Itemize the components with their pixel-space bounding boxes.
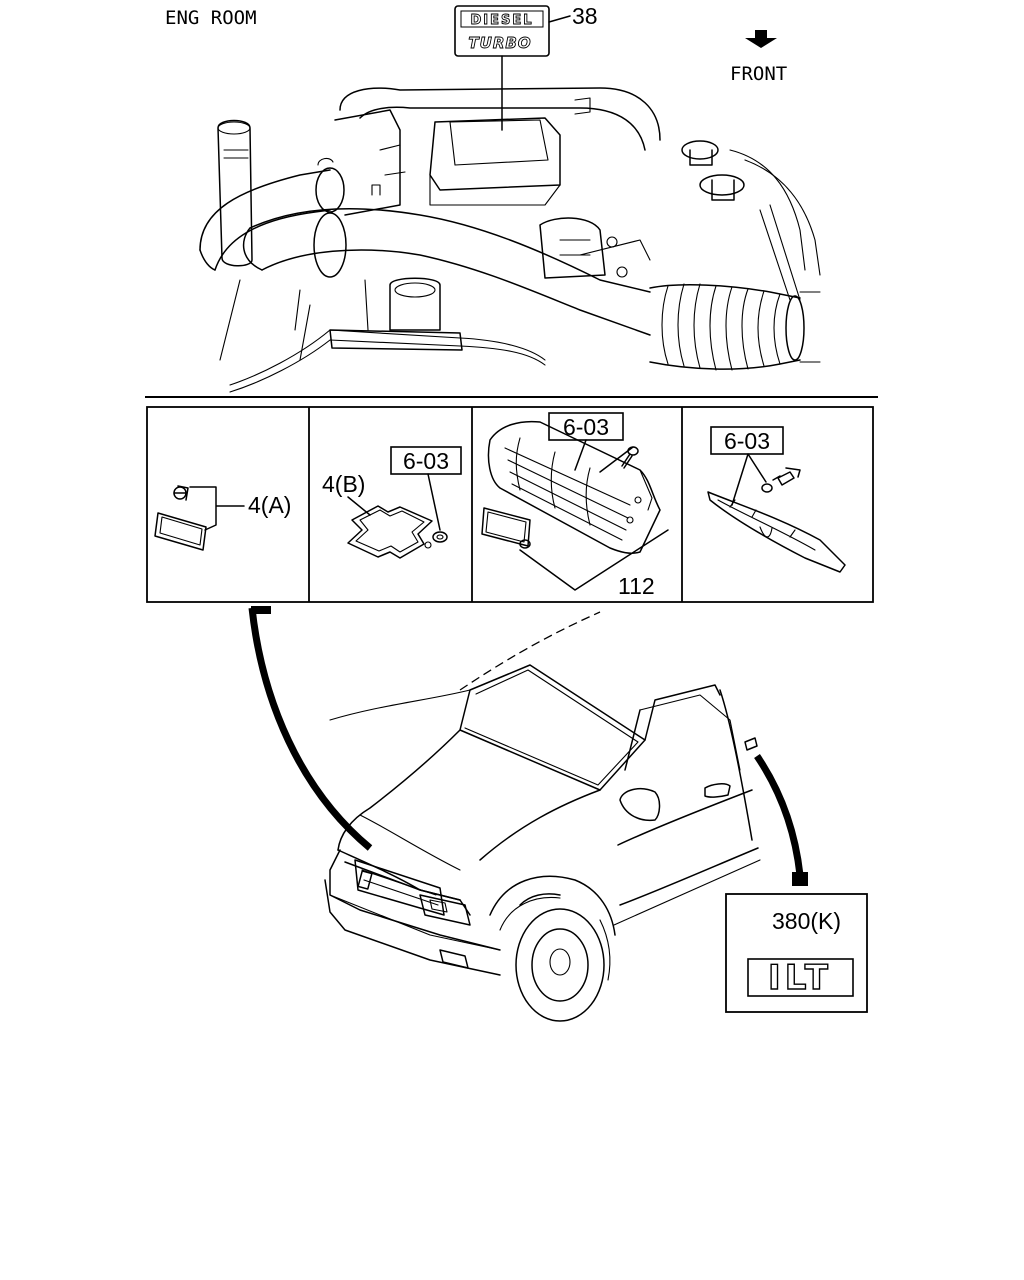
panel-bowtie-emblem: 4(B) 6-03	[322, 446, 462, 559]
truck-illustration	[324, 611, 761, 1022]
nut-fastener-icon	[424, 531, 448, 549]
bolt-icon	[772, 467, 801, 486]
ilt-decal-text: ILT	[768, 958, 832, 998]
callout-112: 112	[618, 573, 655, 599]
leader-6-03-panel3	[574, 439, 587, 471]
parts-panel-row	[146, 406, 874, 603]
callout-380k: 380(K)	[772, 908, 841, 934]
ref-6-03-panel2: 6-03	[403, 448, 449, 474]
gmc-badge: GMC	[481, 507, 531, 549]
diesel-turbo-emblem: DIESEL TURBO	[454, 5, 550, 57]
ref-6-03-panel3: 6-03	[563, 414, 609, 440]
emblem-diesel-text: DIESEL	[470, 13, 533, 28]
leader-6-03-panel2	[427, 473, 441, 531]
ilt-decal	[747, 958, 854, 997]
ref-6-03-panel4: 6-03	[724, 428, 770, 454]
gmc-badge-text: GMC	[490, 519, 523, 540]
nut-icon	[761, 483, 773, 493]
callout-4b: 4(B)	[322, 471, 365, 497]
decal-location-marker	[744, 737, 758, 751]
callout-38: 38	[572, 3, 598, 29]
leader-anchor-decal	[792, 872, 808, 886]
panel-molding-strip: 6-03	[707, 426, 846, 573]
leader-to-decal	[754, 754, 804, 876]
emblem-turbo-text: TURBO	[468, 34, 531, 52]
leader-screw	[599, 446, 634, 473]
leader-6-03-panel4	[731, 453, 767, 506]
molding-strip-icon	[707, 491, 846, 573]
eng-room-label: ENG ROOM	[165, 7, 257, 29]
decal-panel: 380(K) ILT	[725, 893, 868, 1013]
engine-room-illustration	[199, 87, 821, 393]
clip-fastener-icon	[173, 485, 189, 501]
leader-line-38	[548, 15, 571, 23]
front-direction-arrow-icon	[745, 30, 777, 48]
leader-112	[519, 529, 669, 591]
panel-isuzu-badge: ISUZU 4(A)	[154, 485, 291, 551]
grille-icon	[487, 420, 661, 554]
leader-to-grille	[248, 607, 373, 851]
bowtie-emblem-icon	[347, 505, 433, 559]
callout-4a: 4(A)	[248, 492, 291, 518]
isuzu-badge: ISUZU	[154, 512, 207, 551]
panel-front-grille: 6-03 GMC 112	[481, 412, 669, 599]
leader-anchor	[251, 606, 271, 614]
front-label: FRONT	[730, 63, 787, 85]
